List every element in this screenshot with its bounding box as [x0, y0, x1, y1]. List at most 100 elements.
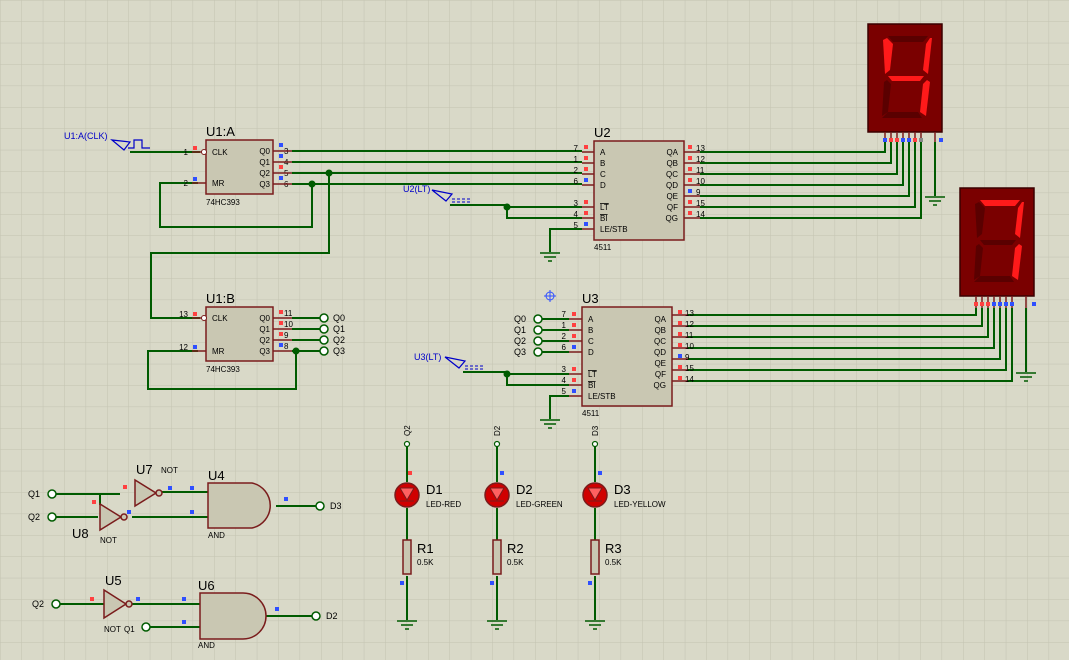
pin-bi: 4BI: [562, 376, 596, 390]
terminal-q1[interactable]: Q1: [319, 324, 345, 334]
svg-text:AND: AND: [208, 531, 225, 540]
svg-text:QD: QD: [666, 181, 678, 190]
terminal-q2[interactable]: Q2: [514, 336, 543, 346]
terminal-q0[interactable]: Q0: [319, 313, 345, 323]
clock-generator[interactable]: U1:A(CLK): [64, 131, 150, 151]
terminal-icon: [533, 347, 543, 357]
svg-text:NOT: NOT: [104, 625, 121, 634]
terminal-d3-out[interactable]: D3: [315, 501, 342, 511]
terminal-q3[interactable]: Q3: [319, 346, 345, 356]
led-ref: D2: [516, 482, 533, 497]
u3-lt-label: U3(LT): [414, 352, 441, 362]
led-ref: D3: [614, 482, 631, 497]
svg-text:Q2: Q2: [259, 336, 270, 345]
segment-c: [1012, 244, 1022, 280]
terminal-q1[interactable]: Q1: [514, 325, 543, 335]
logic-state-generator-icon: [431, 189, 454, 202]
clock-generator-label: U1:A(CLK): [64, 131, 108, 141]
ground-icon: [487, 620, 507, 630]
logic-d3-block: Q1 Q2 U7 NOT U8 NOT U4 AND D3: [28, 462, 342, 545]
svg-text:Q3: Q3: [333, 346, 345, 356]
svg-text:U5: U5: [105, 573, 122, 588]
terminal-q3[interactable]: Q3: [514, 347, 543, 357]
not-gate-u7[interactable]: U7 NOT: [123, 462, 178, 508]
not-gate-u8[interactable]: U8 NOT: [72, 500, 131, 545]
pin-mr: 2 MR: [184, 177, 225, 188]
terminal-icon: [141, 622, 151, 632]
terminal-q2-in[interactable]: Q2: [28, 512, 57, 522]
svg-text:Q2: Q2: [28, 512, 40, 522]
svg-text:Q3: Q3: [514, 347, 526, 357]
led-type: LED-GREEN: [516, 500, 563, 509]
resistor-icon: [402, 539, 412, 575]
and-gate-u4[interactable]: U4 AND: [190, 468, 288, 540]
terminal-q2-in[interactable]: Q2: [32, 599, 61, 609]
crosshair-icon: [544, 290, 556, 302]
led-d2[interactable]: [484, 482, 510, 508]
svg-text:QG: QG: [666, 214, 678, 223]
logic-d2-block: Q2 U5 NOT Q1 U6 AND D2: [32, 573, 338, 650]
segment-g: [980, 240, 1016, 245]
terminal-q0[interactable]: Q0: [514, 314, 543, 324]
resistor-r2[interactable]: [492, 539, 502, 575]
terminal-icon: [533, 314, 543, 324]
led-d3[interactable]: [582, 482, 608, 508]
decoder-u3-input-terminals: Q0 Q1 Q2 Q3: [514, 314, 543, 357]
svg-text:13: 13: [696, 144, 705, 153]
svg-text:Q2: Q2: [32, 599, 44, 609]
ground-icon: [1016, 372, 1036, 382]
segment-f: [883, 38, 893, 74]
terminal-q2[interactable]: Q2: [319, 335, 345, 345]
svg-text:14: 14: [685, 375, 694, 384]
resistor-r3[interactable]: [590, 539, 600, 575]
seven-segment-display-bottom[interactable]: 7: [959, 187, 1036, 308]
segment-c: [920, 80, 930, 116]
not-gate-u5[interactable]: U5 NOT: [90, 573, 140, 634]
svg-text:Q1: Q1: [124, 625, 135, 634]
terminal-d2-out[interactable]: D2: [311, 611, 338, 621]
terminal-icon: [51, 599, 61, 609]
svg-text:QA: QA: [654, 315, 666, 324]
seven-segment-display-top[interactable]: 4: [867, 23, 943, 142]
ground-symbols: [397, 196, 1036, 630]
svg-text:Q1: Q1: [514, 325, 526, 335]
svg-text:QF: QF: [655, 370, 666, 379]
and-gate-icon: [207, 482, 271, 529]
svg-text:5: 5: [562, 387, 567, 396]
svg-text:C: C: [600, 170, 606, 179]
terminal-q1-in[interactable]: Q1: [124, 622, 151, 634]
u2-lt-generator[interactable]: U2(LT): [403, 184, 472, 203]
svg-text:7: 7: [574, 144, 579, 153]
and-gate-u6[interactable]: U6 AND: [182, 578, 279, 650]
terminal-icon: [319, 324, 329, 334]
segment-b: [923, 38, 932, 74]
led-d1[interactable]: [394, 482, 420, 508]
component-ref: U2: [594, 125, 611, 140]
not-gate-icon: [103, 588, 128, 620]
svg-text:NOT: NOT: [161, 466, 178, 475]
svg-text:Q2: Q2: [514, 336, 526, 346]
svg-text:2: 2: [184, 179, 189, 188]
terminal-q1-in[interactable]: Q1: [28, 489, 57, 499]
u3-lt-generator[interactable]: U3(LT): [414, 352, 485, 370]
svg-text:5: 5: [574, 221, 579, 230]
pin-mr: 12 MR: [179, 343, 225, 356]
svg-text:Q1: Q1: [259, 325, 270, 334]
resistor-r1[interactable]: [402, 539, 412, 575]
led-column-d3: D3 D3 LED-YELLOW R3 0.5K: [582, 425, 666, 585]
svg-text:U6: U6: [198, 578, 215, 593]
svg-text:Q1: Q1: [333, 324, 345, 334]
decoder-u3[interactable]: U3 4511 7A 1B 2C 6D 3LT 4BI 5LE/STB 13QA…: [562, 291, 695, 418]
counter-u1a[interactable]: U1:A 74HC393 1 CLK 2 MR 3Q0 4Q1 5Q2 6Q3: [184, 124, 292, 207]
